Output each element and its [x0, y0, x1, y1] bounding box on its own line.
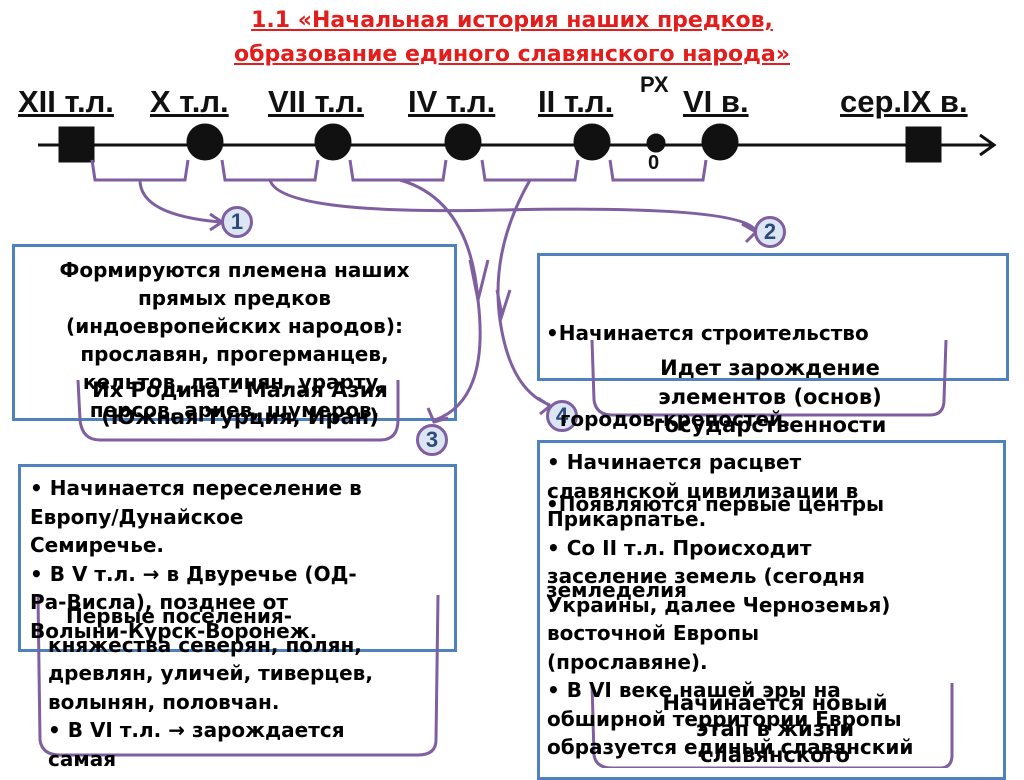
box3-text: • Начинается переселение в Европу/Дунайс… — [30, 474, 362, 645]
text-line: Идет зарождение — [660, 356, 880, 380]
circle-marker — [314, 123, 352, 161]
timeline-label: X т.л. — [150, 84, 229, 119]
text-line: Ра-Висла), позднее от — [30, 590, 288, 614]
text-line: Волыни-Курск-Воронеж. — [30, 618, 318, 643]
text-line: элементов (основ) — [658, 384, 882, 409]
box-tribes — [12, 244, 457, 421]
circle-marker — [701, 123, 739, 161]
timeline-label-rx: РХ — [640, 72, 669, 97]
timeline-label: IV т.л. — [408, 84, 496, 119]
text-line: •Начинается строительство — [546, 321, 869, 345]
timeline-label: II т.л. — [538, 84, 614, 119]
timeline-label: VII т.л. — [268, 84, 364, 119]
braces — [36, 159, 954, 768]
text-line: Семиречье. — [30, 533, 165, 557]
box3-overlay: Первые поселения- княжества северян, пол… — [48, 602, 373, 773]
text-line: • Начинается расцвет — [547, 450, 802, 474]
text-line: Начинается новый — [662, 691, 888, 715]
box2-overlay: Идет зарождение элементов (основ) госуда… — [590, 354, 950, 440]
rx-marker — [646, 133, 666, 153]
title-line-1: 1.1 «Начальная история наших предков, — [251, 8, 773, 33]
box-migration — [18, 464, 457, 652]
text-line: Украины, далее Черноземья) — [547, 592, 891, 617]
text-line: самая — [48, 746, 117, 771]
timeline-label: VI в. — [683, 84, 749, 119]
box4-text: • Начинается расцвет славянской цивилиза… — [547, 448, 913, 762]
text-line: волынян, половчан. — [48, 689, 280, 714]
text-line: • Начинается переселение в — [30, 476, 362, 500]
text-line: Прикарпатье. — [547, 507, 707, 531]
text-line: Формируются племена наших — [59, 258, 410, 282]
zero-label: 0 — [648, 152, 660, 174]
text-line: этап в жизни — [695, 717, 855, 741]
title-line-2: образование единого славянского народа» — [234, 42, 790, 67]
box-towns — [537, 253, 1009, 381]
box-flourishing — [537, 440, 1006, 780]
text-line: обширной территории Европы — [547, 706, 902, 731]
text-line: • В V т.л. → в Двуречье (ОД- — [30, 561, 357, 586]
text-line: •Появляются первые центры — [546, 492, 885, 516]
step-number-3: 3 — [416, 424, 448, 456]
step-number-4: 4 — [546, 400, 578, 432]
step-number-1: 1 — [221, 206, 253, 238]
text-line: образуется единый славянский — [547, 735, 914, 759]
circle-marker — [186, 123, 224, 161]
text-line: Первые поселения- — [66, 604, 293, 628]
box1-text: Формируются племена наших прямых предков… — [12, 256, 457, 424]
text-line: заселение земель (сегодня — [547, 564, 866, 588]
text-line: • Со II т.л. Происходит — [547, 535, 812, 560]
text-line: (Южная Турция, Иран) — [101, 405, 379, 429]
arrow-head-icon — [979, 133, 997, 157]
text-line: земледелия — [546, 577, 687, 602]
text-line: прославян, прогерманцев, — [80, 342, 389, 366]
text-line: княжества северян, полян, — [48, 632, 362, 657]
box2-text: •Начинается строительство городов-крепос… — [546, 262, 884, 633]
text-line: • В VI т.л. → зарождается — [48, 718, 345, 742]
text-line: восточной Европы — [547, 621, 760, 645]
text-line: Европу/Дунайское — [30, 504, 244, 529]
text-line: (индоевропейских народов): — [66, 314, 403, 338]
text-line: государственности — [653, 413, 887, 437]
square-marker — [58, 126, 95, 163]
text-line: славянской цивилизации в — [547, 478, 859, 503]
timeline-label: сер.IX в. — [840, 84, 968, 119]
step-number-2: 2 — [754, 216, 786, 248]
text-line: древлян, уличей, тиверцев, — [48, 661, 373, 685]
text-line: славянского — [700, 743, 850, 767]
text-line: • В VI веке нашей эры на — [547, 678, 841, 702]
text-line: городов-крепостей. — [546, 406, 791, 431]
text-line: Их Родина – Малая Азия — [92, 378, 388, 402]
box1-overlay: Их Родина – Малая Азия (Южная Турция, Ир… — [70, 377, 410, 431]
circle-marker — [444, 123, 482, 161]
timeline-label: XII т.л. — [18, 84, 114, 119]
text-line: (прославяне). — [547, 649, 708, 674]
text-line: персов, ариев, шумеров. — [89, 398, 380, 422]
square-marker — [905, 126, 942, 163]
text-line: прямых предков — [137, 286, 332, 310]
text-line: кельтов, латинян, урарту, — [82, 370, 387, 394]
box4-overlay: Начинается новый этап в жизни славянског… — [600, 690, 950, 768]
circle-marker — [573, 123, 611, 161]
